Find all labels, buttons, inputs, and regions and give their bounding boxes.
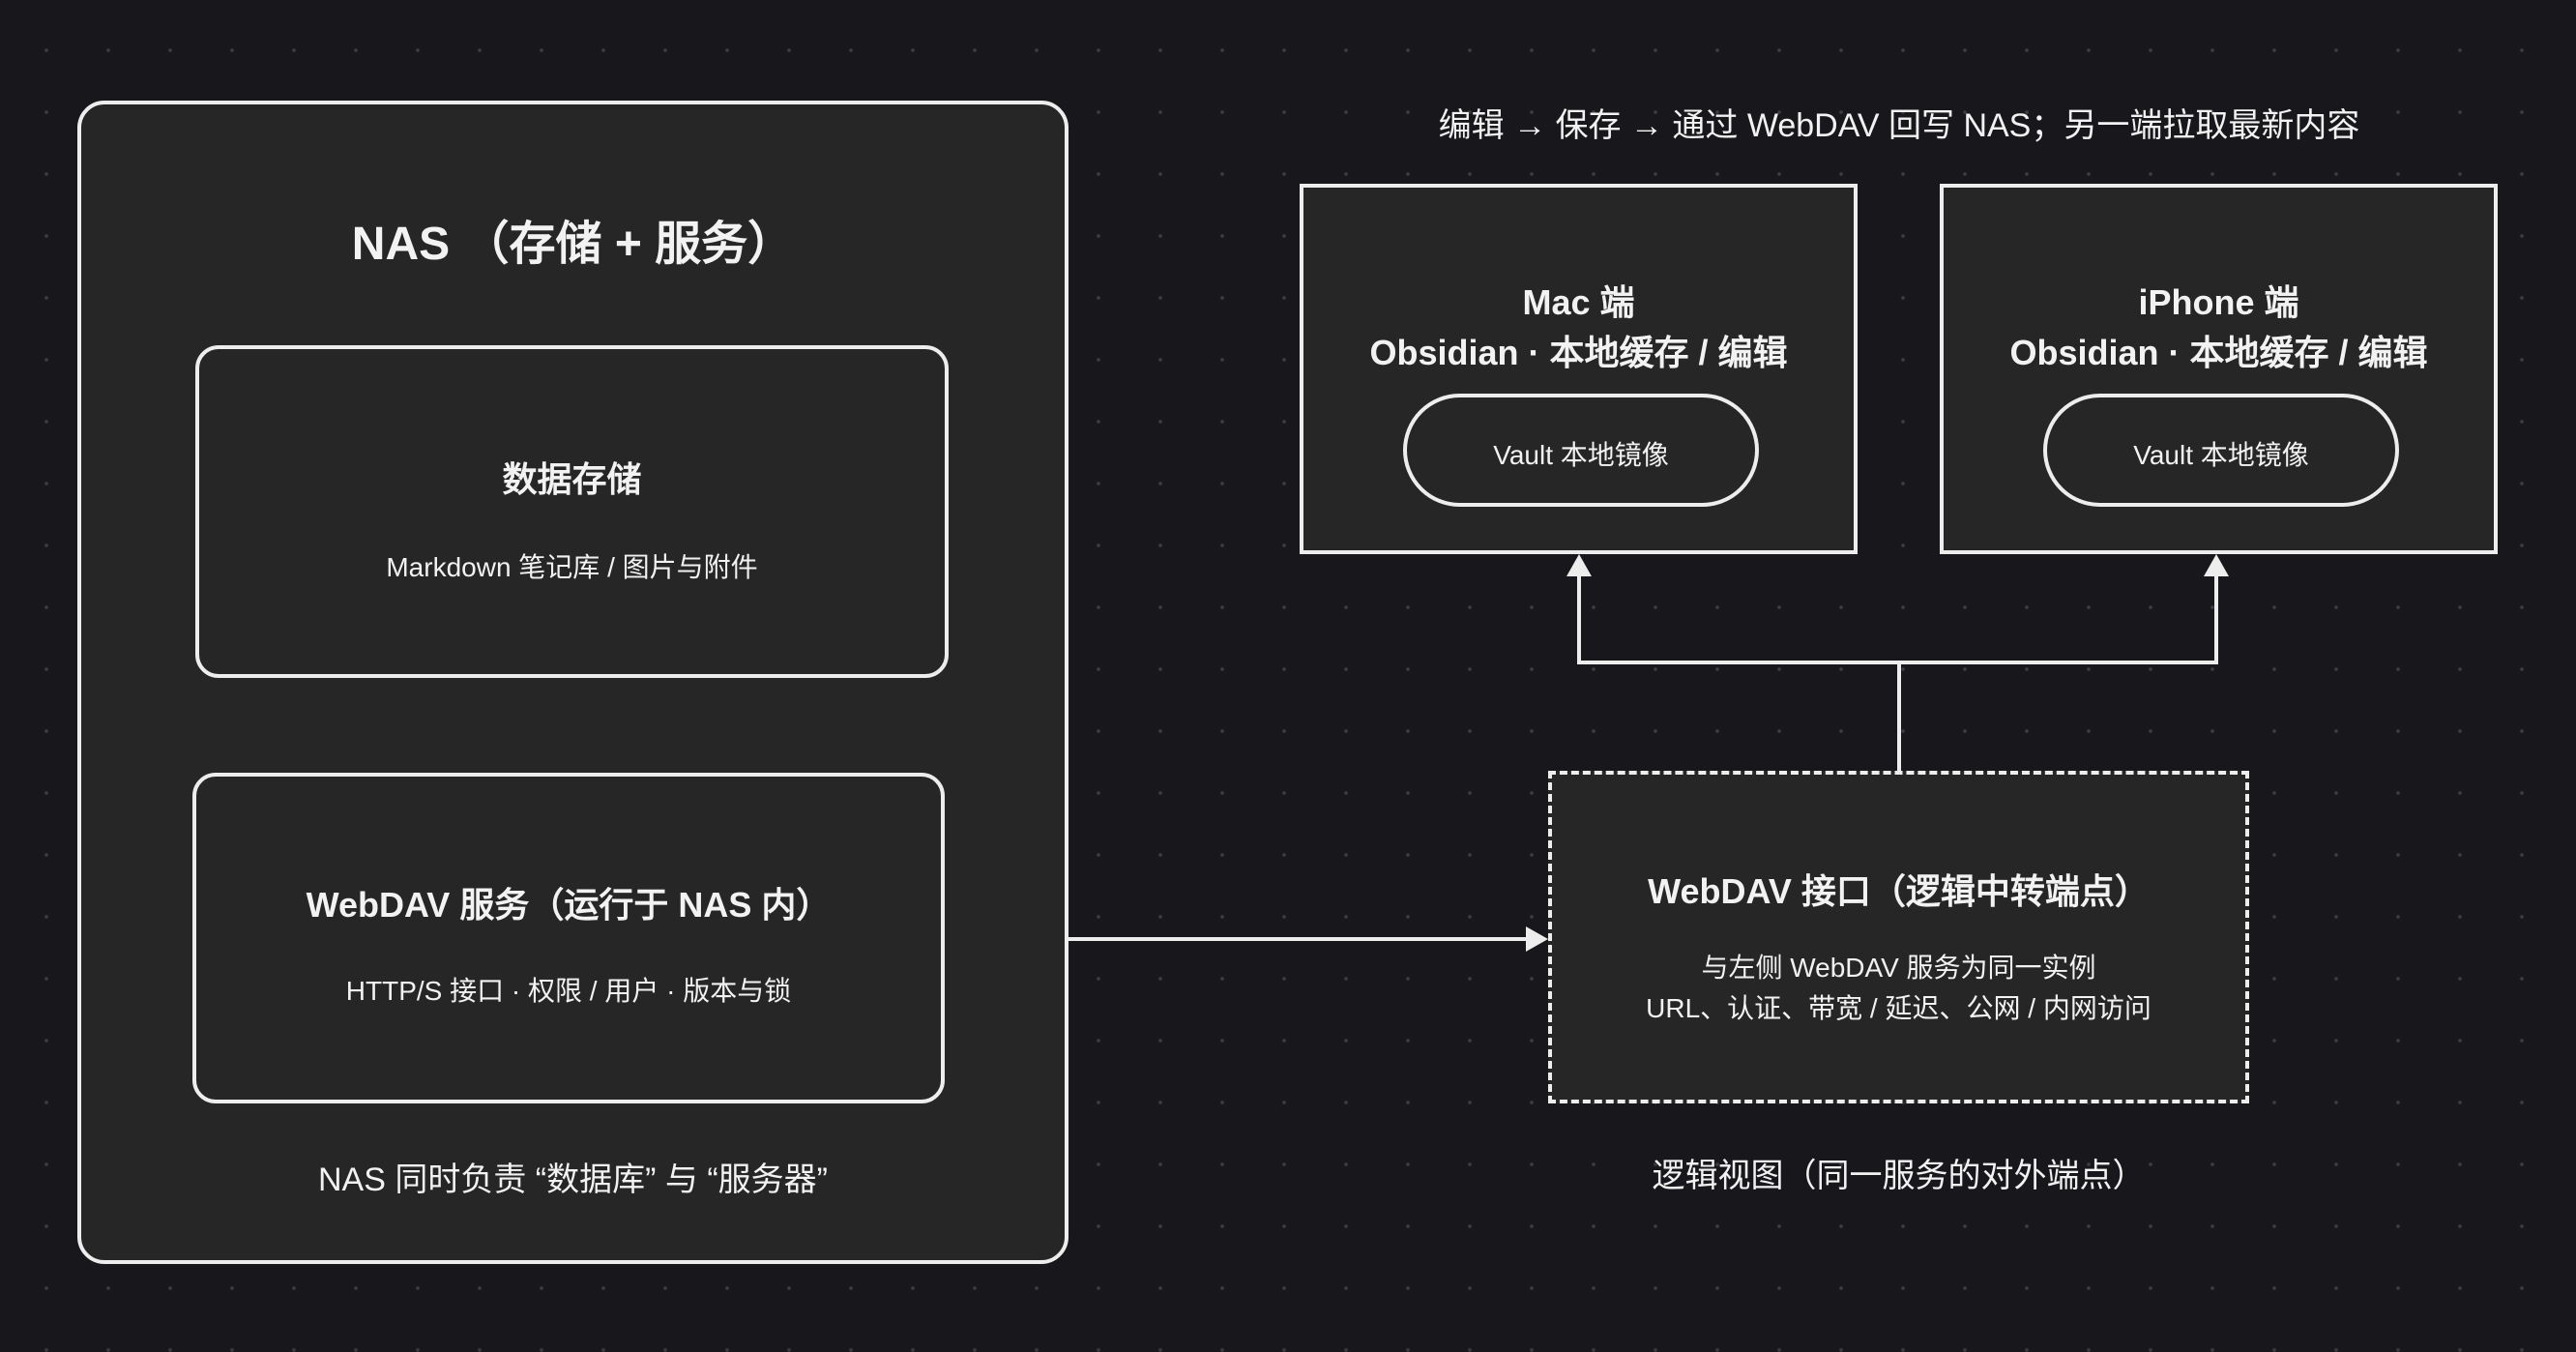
endpoint-line1: 与左侧 WebDAV 服务为同一实例 xyxy=(1701,953,2096,983)
webdav-service-subtitle: HTTP/S 接口 · 权限 / 用户 · 版本与锁 xyxy=(345,976,792,1006)
mac-subtitle: Obsidian · 本地缓存 / 编辑 xyxy=(1369,333,1788,372)
endpoint-footer: 逻辑视图（同一服务的对外端点） xyxy=(1652,1158,2146,1194)
webdav-endpoint-box: WebDAV 接口（逻辑中转端点） 与左侧 WebDAV 服务为同一实例 URL… xyxy=(1548,771,2249,1103)
storage-subtitle: Markdown 笔记库 / 图片与附件 xyxy=(386,552,758,582)
mac-vault-label: Vault 本地镜像 xyxy=(1493,440,1669,470)
endpoint-line2: URL、认证、带宽 / 延迟、公网 / 内网访问 xyxy=(1646,993,2152,1023)
flow-caption: 编辑 → 保存 → 通过 WebDAV 回写 NAS；另一端拉取最新内容 xyxy=(1438,107,2360,144)
endpoint-title: WebDAV 接口（逻辑中转端点） xyxy=(1648,871,2150,911)
nas-footer: NAS 同时负责 “数据库” 与 “服务器” xyxy=(318,1161,828,1198)
iphone-client-box: iPhone 端 Obsidian · 本地缓存 / 编辑 Vault 本地镜像 xyxy=(1940,184,2498,554)
webdav-service-box: WebDAV 服务（运行于 NAS 内） HTTP/S 接口 · 权限 / 用户… xyxy=(192,773,945,1103)
arrowhead-endpoint xyxy=(1526,926,1548,952)
arrowhead-iphone xyxy=(2204,554,2229,576)
nas-title: NAS （存储 + 服务） xyxy=(351,219,795,270)
connector-branch xyxy=(1577,576,2218,664)
data-storage-box: 数据存储 Markdown 笔记库 / 图片与附件 xyxy=(195,345,949,678)
iphone-vault-label: Vault 本地镜像 xyxy=(2133,440,2309,470)
iphone-title: iPhone 端 xyxy=(2138,282,2299,322)
mac-client-box: Mac 端 Obsidian · 本地缓存 / 编辑 Vault 本地镜像 xyxy=(1300,184,1858,554)
iphone-subtitle: Obsidian · 本地缓存 / 编辑 xyxy=(2009,333,2428,372)
storage-title: 数据存储 xyxy=(502,459,642,499)
arrowhead-mac xyxy=(1566,554,1592,576)
mac-vault-pill: Vault 本地镜像 xyxy=(1403,394,1759,507)
iphone-vault-pill: Vault 本地镜像 xyxy=(2043,394,2399,507)
webdav-service-title: WebDAV 服务（运行于 NAS 内） xyxy=(306,885,832,925)
mac-title: Mac 端 xyxy=(1522,282,1635,322)
